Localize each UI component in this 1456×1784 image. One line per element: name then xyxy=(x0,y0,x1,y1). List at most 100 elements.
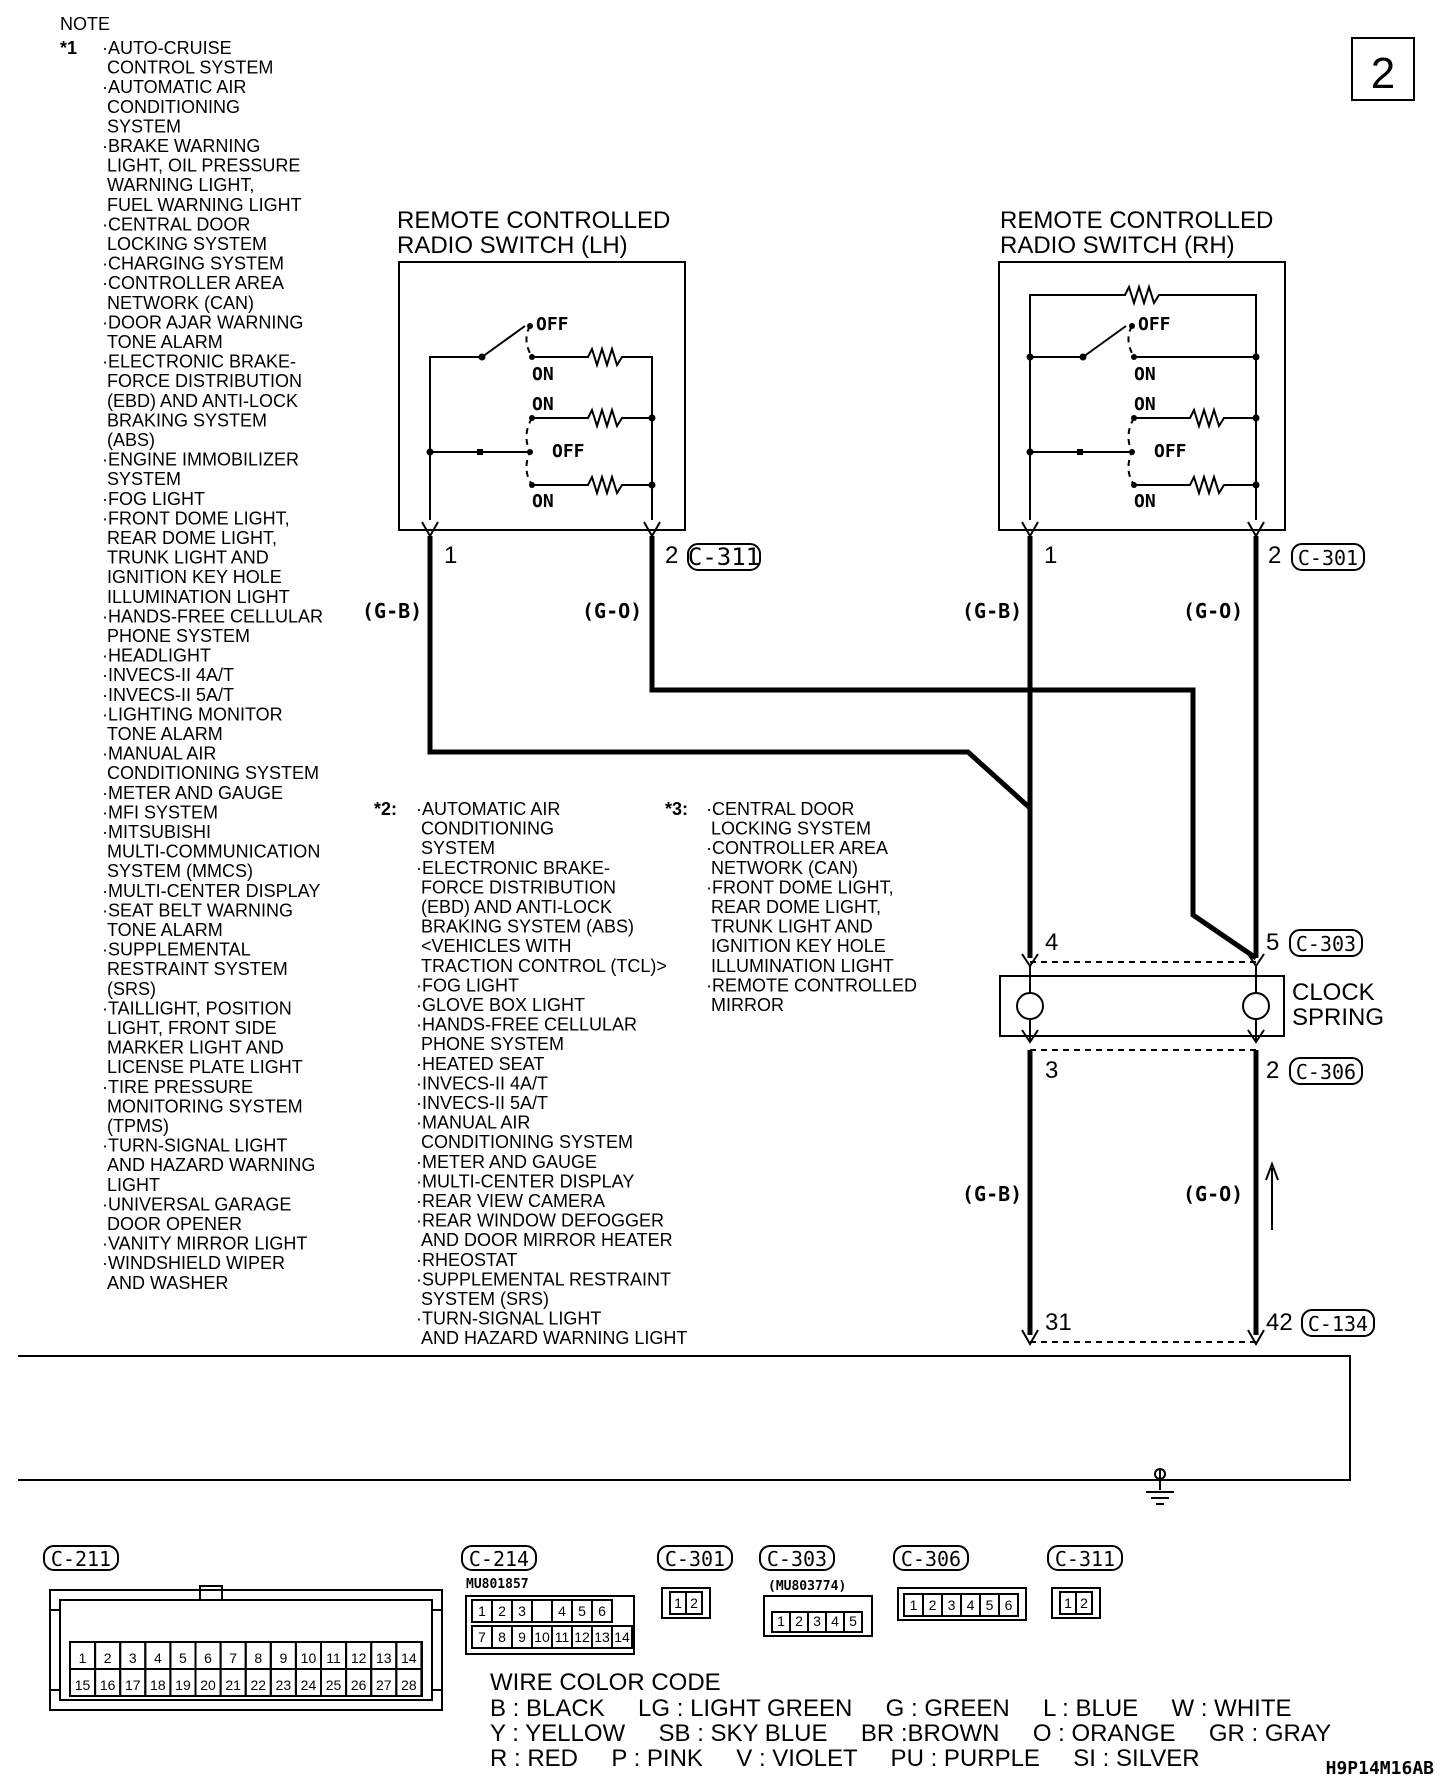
pin-number: 3 xyxy=(948,1597,956,1613)
clock-spring-pin-5: 5 xyxy=(1266,929,1279,956)
note-item-line: ·TURN-SIGNAL LIGHT xyxy=(102,1136,287,1156)
c301-label-box xyxy=(657,1545,733,1571)
note-item-line: ·ELECTRONIC BRAKE- xyxy=(416,858,610,878)
note-item-line: ·MANUAL AIR xyxy=(102,744,216,764)
pin-number: 23 xyxy=(276,1677,292,1693)
note-item-line: SYSTEM xyxy=(102,116,181,136)
note-title: NOTE xyxy=(60,14,110,34)
page-tag-box xyxy=(1351,37,1415,101)
note-item-line: ·ENGINE IMMOBILIZER xyxy=(102,450,299,470)
switch-rh-box xyxy=(998,261,1286,531)
switch-rh-pin1: 1 xyxy=(1044,542,1057,569)
note-item-line: ·TAILLIGHT, POSITION xyxy=(102,998,292,1018)
pin-number: 25 xyxy=(326,1677,342,1693)
note-item-line: ·AUTOMATIC AIR xyxy=(416,799,560,819)
rh-state-on-3: ON xyxy=(1134,491,1156,512)
note-item-line: LIGHT xyxy=(102,1175,160,1195)
pin-cell xyxy=(998,1593,1019,1617)
lower-wire-right: (G-O) xyxy=(1183,1182,1243,1206)
c214-label-box xyxy=(461,1545,537,1571)
unit-box-outline xyxy=(18,1355,1351,1481)
note-item-line: ·LIGHTING MONITOR xyxy=(102,704,283,724)
note-item-line: ·UNIVERSAL GARAGE xyxy=(102,1194,291,1214)
note-item-line: NETWORK (CAN) xyxy=(102,293,254,313)
pin-number: 24 xyxy=(301,1677,317,1693)
pin-cell xyxy=(685,1591,703,1615)
pin-number: 2 xyxy=(104,1650,112,1666)
note-item-line: ·WINDSHIELD WIPER xyxy=(102,1253,285,1273)
pin-number: 26 xyxy=(351,1677,367,1693)
clock-spring-pin-4: 4 xyxy=(1045,929,1058,956)
pin-number: 4 xyxy=(831,1613,839,1629)
pin-number: 13 xyxy=(376,1650,392,1666)
note-item-line: ·MITSUBISHI xyxy=(102,822,211,842)
note-item-line: SYSTEM xyxy=(416,838,495,858)
note-item-line: ·RHEOSTAT xyxy=(416,1250,517,1270)
pin-number: 6 xyxy=(1005,1597,1013,1613)
pin-number: 4 xyxy=(154,1650,162,1666)
note-item-line: PHONE SYSTEM xyxy=(102,626,250,646)
pin-cell xyxy=(591,1599,613,1623)
pin-number: 2 xyxy=(690,1595,698,1611)
switch-lh-connector: C-311 xyxy=(688,543,760,571)
note1-mark: *1 xyxy=(60,38,77,58)
note-item-line: ·TURN-SIGNAL LIGHT xyxy=(416,1309,601,1329)
pin-number: 1 xyxy=(674,1595,682,1611)
switch-lh-connector-box xyxy=(687,543,761,571)
note1-list: ·AUTO-CRUISE CONTROL SYSTEM·AUTOMATIC AI… xyxy=(102,38,323,1293)
note-item-line: TONE ALARM xyxy=(102,332,223,352)
note-item-line: BRAKING SYSTEM (ABS) xyxy=(416,917,634,937)
lh-state-on-2: ON xyxy=(532,394,554,415)
c214-part: MU801857 xyxy=(466,1577,529,1592)
note-item-line: TONE ALARM xyxy=(102,724,223,744)
pin-number: 27 xyxy=(376,1677,392,1693)
note-item-line: ·MFI SYSTEM xyxy=(102,802,218,822)
pin-number: 1 xyxy=(79,1650,87,1666)
note-item-line: ·HEATED SEAT xyxy=(416,1054,544,1074)
note-item-line: ·FOG LIGHT xyxy=(416,975,519,995)
clock-spring-pin-2: 2 xyxy=(1266,1057,1279,1084)
pin-number: 1 xyxy=(1064,1595,1072,1611)
clock-spring-bottom-connector-box xyxy=(1289,1057,1363,1085)
switch-lh-title-2: RADIO SWITCH (LH) xyxy=(397,232,628,259)
pin-cell xyxy=(531,1599,553,1623)
lh-state-off-1: OFF xyxy=(536,314,569,335)
ground-icon xyxy=(1146,1468,1174,1505)
pin-number: 12 xyxy=(351,1650,367,1666)
pin-cell xyxy=(395,1668,423,1697)
bottom-pin-31: 31 xyxy=(1045,1309,1072,1336)
note-item-line: ·SEAT BELT WARNING xyxy=(102,900,293,920)
pin-number: 16 xyxy=(100,1677,116,1693)
note-item-line: ·CONTROLLER AREA xyxy=(102,273,284,293)
c214-connector xyxy=(465,1595,635,1655)
note-item-line: LOCKING SYSTEM xyxy=(102,234,267,254)
switch-lh-box xyxy=(398,261,686,531)
lower-wire-left: (G-B) xyxy=(962,1182,1022,1206)
c306-connector xyxy=(897,1587,1027,1621)
note-item-line: ·INVECS-II 5A/T xyxy=(102,685,234,705)
note-item-line: ·REAR VIEW CAMERA xyxy=(416,1191,605,1211)
pin-number: 10 xyxy=(301,1650,317,1666)
c211-label-box xyxy=(43,1545,119,1571)
note-item-line: <VEHICLES WITH xyxy=(416,936,572,956)
note-item-line: SYSTEM (SRS) xyxy=(416,1289,549,1309)
note-item-line: CONDITIONING SYSTEM xyxy=(102,763,319,783)
wire-color-code-line1: B : BLACK LG : LIGHT GREEN G : GREEN L :… xyxy=(490,1695,1292,1722)
pin-cell xyxy=(843,1611,863,1633)
note-item-line: ·INVECS-II 4A/T xyxy=(102,665,234,685)
clock-spring-box xyxy=(999,975,1285,1037)
note-item-line: ·MANUAL AIR xyxy=(416,1113,530,1133)
note-item-line: ·MULTI-CENTER DISPLAY xyxy=(102,881,320,901)
note-item-line: ·CHARGING SYSTEM xyxy=(102,254,284,274)
pin-number: 14 xyxy=(401,1650,417,1666)
pin-number: 8 xyxy=(254,1650,262,1666)
pin-number: 22 xyxy=(250,1677,266,1693)
pin-number: 2 xyxy=(1080,1595,1088,1611)
pin-number: 8 xyxy=(498,1629,506,1645)
pin-number: 14 xyxy=(614,1629,630,1645)
figure-code: H9P14M16AB xyxy=(1326,1758,1435,1779)
switch-rh-title-2: RADIO SWITCH (RH) xyxy=(1000,232,1235,259)
c303-label-box xyxy=(759,1545,835,1571)
